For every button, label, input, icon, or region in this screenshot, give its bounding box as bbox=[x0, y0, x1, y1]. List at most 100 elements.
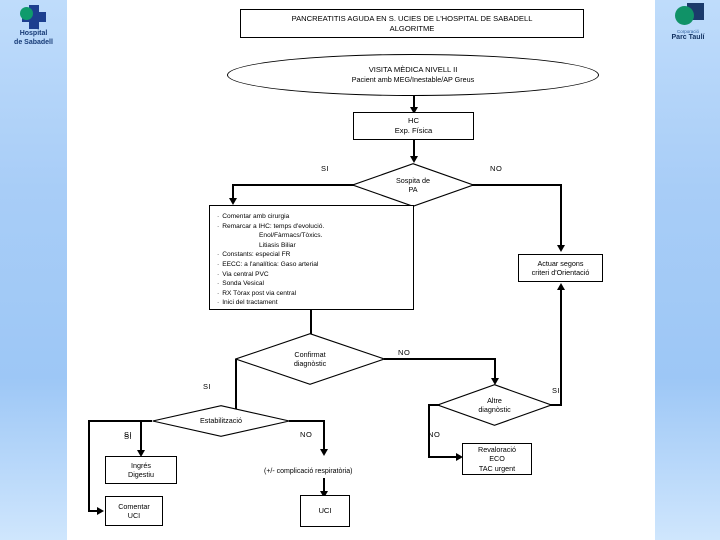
arrow-confirmat-no bbox=[490, 378, 499, 385]
decision-sospita-pa: Sospita de PA bbox=[352, 163, 474, 207]
uci-label: UCI bbox=[318, 506, 332, 515]
arrow-altre-si-up bbox=[556, 283, 565, 290]
decision-estabilitzacio: Estabilització bbox=[152, 405, 290, 437]
arrow-sospita-si bbox=[228, 198, 237, 205]
list-item: Constants: especial FR bbox=[217, 250, 406, 260]
diamond-shape-altre bbox=[437, 384, 552, 426]
connector-sospita-no-v bbox=[560, 184, 562, 247]
connector-estab-si-v bbox=[140, 420, 142, 453]
comentar-uci-line-1: Comentar bbox=[118, 501, 150, 511]
orientacio-line-1: Actuar segons bbox=[537, 258, 584, 268]
node-ingres-digestiu: Ingrés Digestiu bbox=[105, 456, 177, 484]
note-complicacio-respiratoria: (+/- complicació respiratòria) bbox=[264, 468, 353, 475]
connector-sospita-si-v bbox=[232, 184, 234, 201]
start-line-2: Pacient amb MEG/Inestable/AP Greus bbox=[351, 75, 475, 85]
ingres-line-1: Ingrés bbox=[131, 460, 151, 470]
node-accions-inicials: Comentar amb cirurgia Remarcar a IHC: te… bbox=[209, 205, 414, 310]
green-circle-blue-square-icon bbox=[668, 2, 708, 28]
ingres-line-2: Digestiu bbox=[128, 470, 154, 479]
accions-list: Comentar amb cirurgia Remarcar a IHC: te… bbox=[217, 212, 406, 308]
node-actuar-orientacio: Actuar segons criteri d'Orientació bbox=[518, 254, 603, 282]
list-item: EECC: a l'analítica: Gaso arterial bbox=[217, 260, 406, 270]
estabilitzacio-label: Estabilització bbox=[200, 416, 242, 426]
connector-confirmat-no-h bbox=[384, 358, 496, 360]
connector-note-to-uci bbox=[323, 478, 325, 494]
connector-hc-to-sospita bbox=[413, 140, 415, 160]
list-item: Litiasis Biliar bbox=[259, 241, 296, 249]
arrow-estab-no-down bbox=[319, 449, 328, 456]
connector-confirmat-no-v bbox=[494, 358, 496, 381]
node-comentar-uci: Comentar UCI bbox=[105, 496, 163, 526]
connector-confirmat-si-v bbox=[235, 359, 237, 422]
arrow-sospita-no bbox=[556, 245, 565, 252]
revaloracio-line-2: ECO bbox=[489, 454, 505, 464]
right-gradient-panel bbox=[655, 0, 720, 540]
edge-label-sospita-no: NO bbox=[490, 164, 503, 173]
edge-label-estab-si2: SI bbox=[124, 430, 133, 439]
confirmat-line-2: diagnòstic bbox=[293, 359, 327, 368]
sospita-line-1: Sospita de bbox=[396, 175, 430, 185]
edge-label-estab-si: SI bbox=[124, 432, 133, 441]
logo-left-line2: de Sabadell bbox=[14, 38, 53, 46]
hospital-sabadell-logo: Hospital de Sabadell bbox=[2, 3, 65, 47]
edge-label-altre-si: SI bbox=[552, 386, 561, 395]
connector-estab-no-v bbox=[323, 420, 325, 452]
title-line-1: PANCREATITIS AGUDA EN S. UCIES DE L'HOSP… bbox=[291, 13, 533, 23]
revaloracio-line-3: TAC urgent bbox=[478, 463, 516, 473]
hc-line-2: Exp. Física bbox=[394, 126, 433, 135]
list-item: Enol/Fàrmacs/Tòxics. bbox=[259, 232, 323, 240]
start-ellipse-visita-medica: VISITA MÈDICA NIVELL II Pacient amb MEG/… bbox=[227, 54, 599, 96]
start-line-1: VISITA MÈDICA NIVELL II bbox=[368, 65, 458, 75]
connector-altre-no-h2 bbox=[428, 456, 459, 458]
list-item: Sonda Vesical bbox=[217, 279, 406, 289]
edge-label-confirmat-no: NO bbox=[398, 348, 411, 357]
node-revaloracio: Revaloració ECO TAC urgent bbox=[462, 443, 532, 475]
hc-line-1: HC bbox=[408, 116, 419, 125]
connector-altre-si-v bbox=[560, 290, 562, 404]
connector-sospita-si-h bbox=[232, 184, 354, 186]
comentar-uci-line-2: UCI bbox=[127, 511, 141, 520]
node-hc-exploracio: HC Exp. Física bbox=[353, 112, 474, 140]
logo-right-name: Parc Taulí bbox=[671, 34, 705, 41]
arrow-note-to-uci bbox=[319, 491, 328, 498]
arrow-estab-si-to-ingres bbox=[136, 450, 145, 457]
list-item: RX Tòrax post via central bbox=[217, 289, 406, 299]
connector-to-comentar-uci-v bbox=[88, 420, 90, 511]
left-gradient-panel bbox=[0, 0, 67, 540]
altre-line-1: Altre bbox=[487, 395, 502, 405]
connector-sospita-no-h bbox=[472, 184, 562, 186]
list-item: Inici del tractament bbox=[217, 298, 406, 308]
connector-altre-si-h bbox=[550, 404, 562, 406]
list-item: Remarcar a IHC: temps d'evolució. bbox=[217, 222, 406, 232]
connector-altre-no-v bbox=[428, 404, 430, 458]
revaloracio-line-1: Revaloració bbox=[478, 444, 516, 454]
connector-altre-no-h bbox=[428, 404, 440, 406]
arrow-hc-to-sospita bbox=[409, 156, 418, 163]
title-line-2: ALGORITME bbox=[389, 23, 435, 33]
blue-cross-green-dot-icon bbox=[14, 3, 54, 29]
list-item: Via central PVC bbox=[217, 270, 406, 280]
diamond-shape-estabilitzacio bbox=[152, 405, 290, 437]
connector-accions-to-confirmat bbox=[310, 310, 312, 337]
connector-estab-no-h bbox=[289, 420, 325, 422]
logo-right-corporacio: Corporació bbox=[676, 29, 699, 34]
diamond-shape-confirmat bbox=[235, 333, 385, 385]
node-uci: UCI bbox=[300, 495, 350, 527]
decision-confirmat-diagnostic: Confirmat diagnòstic bbox=[235, 333, 385, 385]
orientacio-line-2: criteri d'Orientació bbox=[531, 268, 590, 277]
arrow-start-to-hc bbox=[409, 107, 418, 114]
decision-altre-diagnostic: Altre diagnòstic bbox=[437, 384, 552, 426]
edge-label-altre-no: NO bbox=[428, 430, 441, 439]
title-box: PANCREATITIS AGUDA EN S. UCIES DE L'HOSP… bbox=[240, 9, 584, 38]
connector-to-comentar-uci-h bbox=[88, 510, 99, 512]
arrow-altre-no-to-revaloracio bbox=[456, 453, 463, 461]
connector-to-comentar-uci-top bbox=[88, 420, 152, 422]
confirmat-line-1: Confirmat bbox=[294, 349, 326, 359]
parc-tauli-logo: Corporació Parc Taulí bbox=[657, 2, 719, 42]
altre-line-2: diagnòstic bbox=[478, 405, 511, 414]
list-item: Comentar amb cirurgia bbox=[217, 212, 406, 222]
sospita-line-2: PA bbox=[408, 185, 418, 194]
connector-start-to-hc bbox=[413, 96, 415, 112]
logo-left-line1: Hospital bbox=[19, 30, 48, 37]
